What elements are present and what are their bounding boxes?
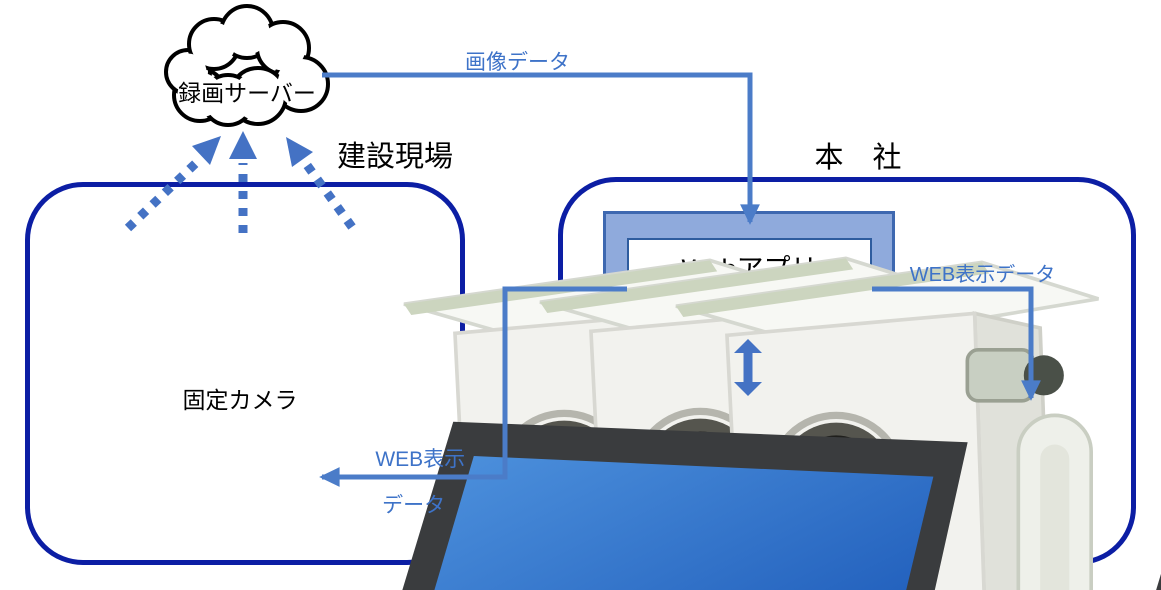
web-app-server-label-line2: サーバー — [695, 291, 804, 321]
head-office-title: 本 社 — [814, 142, 902, 174]
web-app-server-box: Webアプリ サーバー — [627, 238, 872, 338]
web-display-right-edge-label: WEB表示データ — [909, 264, 1056, 286]
in-logo-icon — [655, 423, 713, 482]
recording-server-label: 録画サーバー — [178, 80, 316, 106]
web-app-server-label-line1: Webアプリ — [681, 254, 818, 284]
web-display-left-line2: データ — [382, 494, 446, 517]
image-data-edge-label: 画像データ — [465, 51, 570, 74]
camera-upload-arrowheads — [192, 131, 313, 167]
image-ai-box: 画像AI — [627, 397, 898, 508]
fixed-camera-caption: 固定カメラ — [182, 387, 298, 413]
image-ai-label: 画像AI — [734, 439, 823, 473]
construction-site-title: 建設現場 — [336, 141, 453, 173]
web-display-left-line1: WEB表示 — [375, 448, 466, 471]
web-display-left-edge-label: WEB表示 データ — [352, 425, 465, 540]
